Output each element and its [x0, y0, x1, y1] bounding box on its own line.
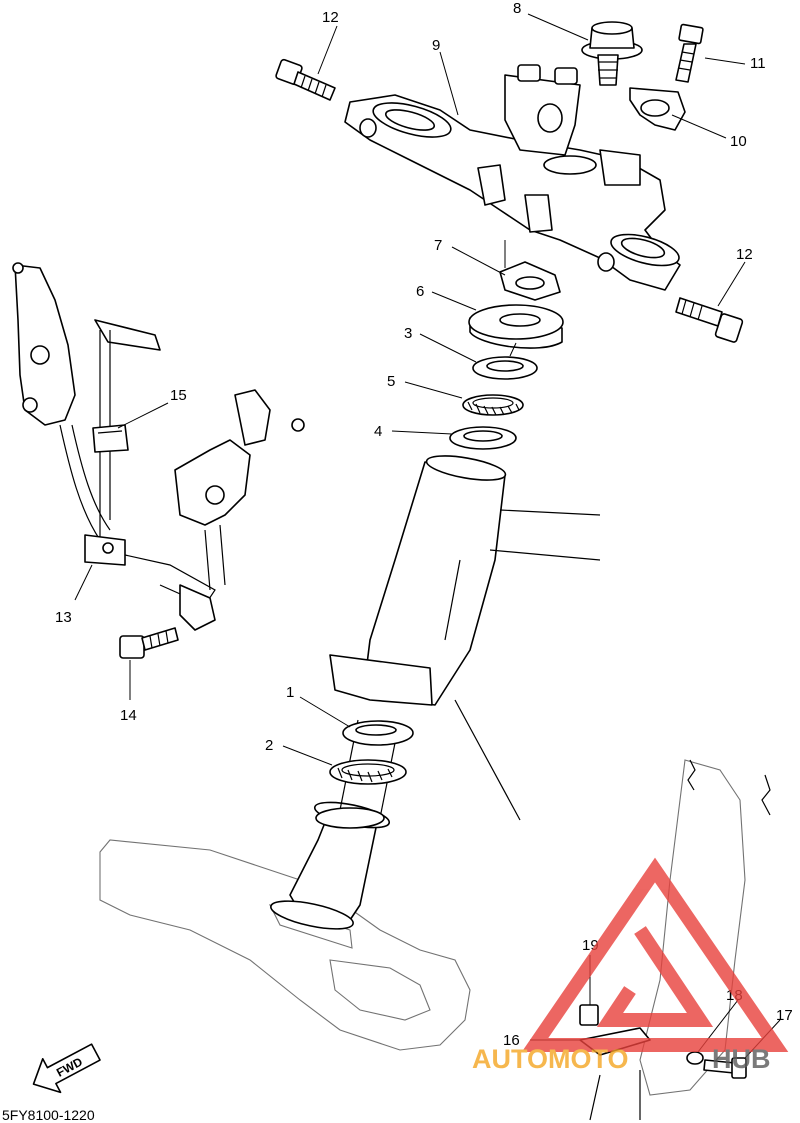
callout-labels: 1 2 3 4 5 6 7 8 9 10 11 12 12 13 14 15 1…	[55, 0, 793, 1049]
part-5-bearing	[462, 394, 524, 416]
part-10-clamp	[629, 87, 686, 131]
part-12-bolt-right	[675, 297, 744, 343]
callout-11: 11	[750, 55, 766, 72]
diagram-code: 5FY8100-1220	[2, 1107, 95, 1123]
callout-4: 4	[374, 423, 382, 440]
callout-12-right: 12	[736, 246, 753, 263]
part-8-bolt	[581, 21, 643, 86]
part-13-bracket	[12, 262, 305, 631]
leader-lines	[74, 13, 781, 1059]
callout-13: 13	[55, 609, 72, 626]
callout-8: 8	[513, 0, 521, 17]
part-15-rubber	[92, 424, 129, 453]
part-19-nut	[579, 1004, 599, 1026]
part-18-washer	[686, 1051, 704, 1065]
watermark-text-right: HUB	[712, 1044, 771, 1074]
part-1-race	[342, 720, 414, 746]
callout-15: 15	[170, 387, 187, 404]
callout-9: 9	[432, 37, 440, 54]
callout-3: 3	[404, 325, 412, 342]
callout-5: 5	[387, 373, 395, 390]
head-pipe	[329, 455, 601, 821]
part-11-bolt	[675, 23, 704, 83]
callout-1: 1	[286, 684, 294, 701]
fwd-arrow: FWD	[32, 1043, 101, 1094]
part-14-bolt	[119, 627, 179, 659]
callout-6: 6	[416, 283, 424, 300]
watermark-text-left: AUTOMOTO	[472, 1044, 629, 1074]
part-12-bolt-top	[275, 58, 336, 101]
callout-17: 17	[776, 1007, 793, 1024]
part-7-nut	[499, 261, 561, 301]
bracket-bolts	[517, 64, 578, 85]
upper-bracket	[344, 74, 681, 291]
callout-16: 16	[503, 1032, 520, 1049]
callout-7: 7	[434, 237, 442, 254]
callout-10: 10	[730, 133, 747, 150]
callout-12-top: 12	[322, 9, 339, 26]
watermark-logo: AUTOMOTO HUB	[472, 857, 789, 1074]
callout-14: 14	[120, 707, 137, 724]
part-6-washer	[468, 304, 564, 349]
part-4-race	[449, 426, 517, 450]
callout-2: 2	[265, 737, 273, 754]
part-2-bearing	[329, 759, 407, 785]
part-3-ring	[472, 356, 538, 380]
lower-race	[315, 807, 385, 829]
lower-bracket-ghost	[99, 839, 471, 1051]
